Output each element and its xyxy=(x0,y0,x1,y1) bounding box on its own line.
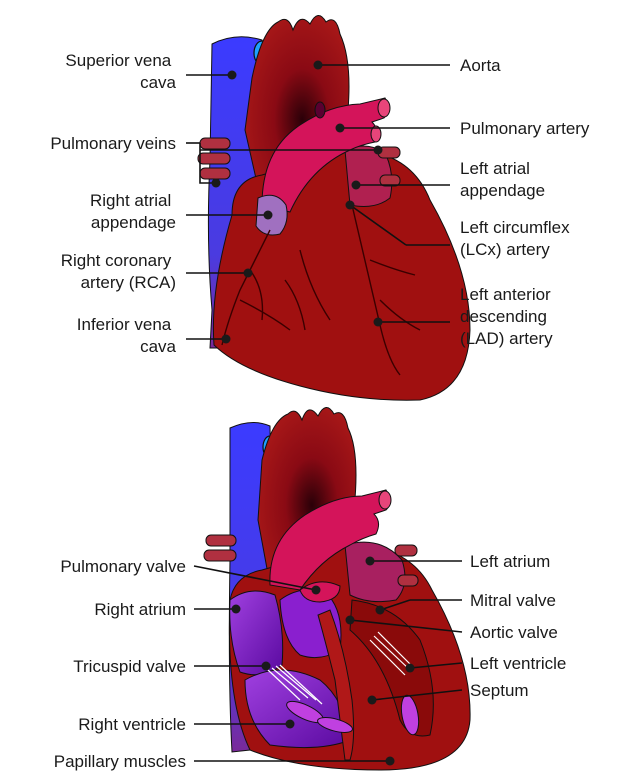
external-heart-illustration xyxy=(198,15,470,400)
label-line: Pulmonary valve xyxy=(60,557,186,576)
label-line: Tricuspid valve xyxy=(73,657,186,676)
label-line: Right atrial xyxy=(90,191,171,210)
label-line: cava xyxy=(140,337,176,356)
label-line: descending xyxy=(460,307,547,326)
label-line: Septum xyxy=(470,681,529,700)
label-line: Inferior vena xyxy=(77,315,172,334)
label-line: Right ventricle xyxy=(78,715,186,734)
label-line: Left circumflex xyxy=(460,218,570,237)
pulmonary-artery-opening-1 xyxy=(378,99,390,117)
label-line: Mitral valve xyxy=(470,591,556,610)
label-left-ventricle: Left ventricle xyxy=(470,654,566,673)
label-pulmonary-veins: Pulmonary veins xyxy=(50,134,176,153)
label-left-atrial-appendage: Left atrial appendage xyxy=(460,159,545,200)
label-line: Pulmonary artery xyxy=(460,119,590,138)
label-right-atrial-appendage: Right atrial appendage xyxy=(90,191,176,232)
label-pulmonary-artery: Pulmonary artery xyxy=(460,119,590,138)
label-line: Pulmonary veins xyxy=(50,134,176,153)
label-superior-vena-cava: Superior vena cava xyxy=(65,51,176,92)
right-atrium-shape xyxy=(230,591,283,675)
label-line: Left atrial xyxy=(460,159,530,178)
label-line: Papillary muscles xyxy=(54,752,186,771)
label-line: Left ventricle xyxy=(470,654,566,673)
label-mitral-valve: Mitral valve xyxy=(470,591,556,610)
label-aortic-valve: Aortic valve xyxy=(470,623,558,642)
label-line: Aorta xyxy=(460,56,501,75)
label-inferior-vena-cava: Inferior vena cava xyxy=(77,315,177,356)
label-tricuspid-valve: Tricuspid valve xyxy=(73,657,186,676)
cross-section-heart-illustration xyxy=(204,407,470,770)
label-line: artery (RCA) xyxy=(81,273,176,292)
label-right-atrium: Right atrium xyxy=(94,600,186,619)
label-line: appendage xyxy=(460,181,545,200)
label-left-anterior-descending-artery: Left anterior descending (LAD) artery xyxy=(460,285,555,348)
label-septum: Septum xyxy=(470,681,529,700)
label-line: (LAD) artery xyxy=(460,329,553,348)
label-right-ventricle: Right ventricle xyxy=(78,715,186,734)
label-line: Left anterior xyxy=(460,285,551,304)
label-line: (LCx) artery xyxy=(460,240,550,259)
aorta-branch-opening xyxy=(315,102,325,118)
label-line: Left atrium xyxy=(470,552,550,571)
label-left-atrium: Left atrium xyxy=(470,552,550,571)
label-line: Superior vena xyxy=(65,51,171,70)
pulmonary-veins-shape xyxy=(198,138,230,179)
label-right-coronary-artery: Right coronary artery (RCA) xyxy=(61,251,176,292)
label-papillary-muscles: Papillary muscles xyxy=(54,752,186,771)
label-line: appendage xyxy=(91,213,176,232)
label-line: Right atrium xyxy=(94,600,186,619)
label-pulmonary-valve: Pulmonary valve xyxy=(60,557,186,576)
label-line: Right coronary xyxy=(61,251,172,270)
pulmonary-artery-opening-bottom xyxy=(379,491,391,509)
label-line: cava xyxy=(140,73,176,92)
label-line: Aortic valve xyxy=(470,623,558,642)
label-left-circumflex-artery: Left circumflex (LCx) artery xyxy=(460,218,574,259)
label-aorta: Aorta xyxy=(460,56,501,75)
